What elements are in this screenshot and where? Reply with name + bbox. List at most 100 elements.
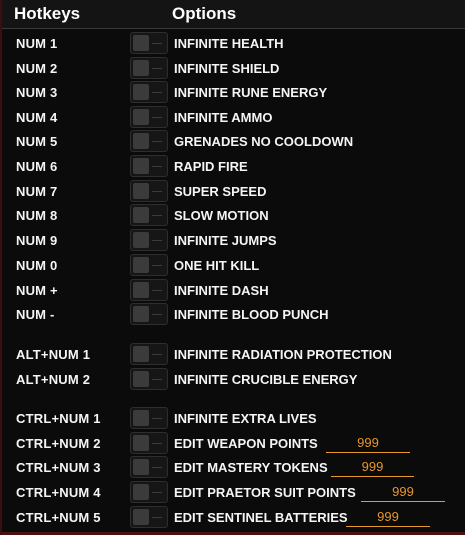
toggle-infinite-crucible-energy[interactable] [130, 368, 168, 390]
hotkey-label: ALT+NUM 1 [16, 347, 91, 362]
option-label: ONE HIT KILL [174, 258, 260, 273]
toggle-infinite-shield[interactable] [130, 57, 168, 79]
option-label: EDIT PRAETOR SUIT POINTS [174, 485, 356, 500]
option-label: EDIT WEAPON POINTS [174, 436, 318, 451]
option-row-edit-sentinel-batteries: CTRL+NUM 5 EDIT SENTINEL BATTERIES 999 [2, 505, 465, 529]
toggle-track [152, 166, 162, 167]
hotkey-label: NUM 9 [16, 233, 58, 248]
toggle-one-hit-kill[interactable] [130, 254, 168, 276]
option-row-grenades-no-cooldown: NUM 5 GRENADES NO COOLDOWN [2, 129, 465, 153]
toggle-track [152, 314, 162, 315]
toggle-track [152, 240, 162, 241]
toggle-knob [133, 509, 149, 525]
hotkey-label: NUM 5 [16, 134, 58, 149]
toggle-track [152, 117, 162, 118]
toggle-knob [133, 484, 149, 500]
toggle-track [152, 354, 162, 355]
option-label: INFINITE JUMPS [174, 233, 277, 248]
option-row-infinite-dash: NUM + INFINITE DASH [2, 278, 465, 302]
toggle-track [152, 492, 162, 493]
toggle-infinite-extra-lives[interactable] [130, 407, 168, 429]
toggle-track [152, 92, 162, 93]
option-label: INFINITE EXTRA LIVES [174, 411, 317, 426]
toggle-track [152, 379, 162, 380]
toggle-track [152, 265, 162, 266]
toggle-infinite-jumps[interactable] [130, 229, 168, 251]
toggle-super-speed[interactable] [130, 180, 168, 202]
toggle-infinite-ammo[interactable] [130, 106, 168, 128]
toggle-knob [133, 60, 149, 76]
weapon-points-value-input[interactable]: 999 [326, 434, 410, 453]
toggle-knob [133, 410, 149, 426]
option-label: SLOW MOTION [174, 208, 269, 223]
toggle-edit-weapon-points[interactable] [130, 432, 168, 454]
toggle-slow-motion[interactable] [130, 204, 168, 226]
toggle-knob [133, 306, 149, 322]
hotkey-label: NUM + [16, 283, 58, 298]
toggle-knob [133, 84, 149, 100]
option-label: INFINITE RUNE ENERGY [174, 85, 328, 100]
toggle-track [152, 191, 162, 192]
hotkey-label: CTRL+NUM 1 [16, 411, 101, 426]
option-row-infinite-shield: NUM 2 INFINITE SHIELD [2, 56, 465, 80]
hotkey-label: NUM 6 [16, 159, 58, 174]
mastery-tokens-value-input[interactable]: 999 [331, 458, 414, 477]
option-row-edit-weapon-points: CTRL+NUM 2 EDIT WEAPON POINTS 999 [2, 431, 465, 455]
sentinel-batteries-value-input[interactable]: 999 [346, 508, 430, 527]
option-row-infinite-rune-energy: NUM 3 INFINITE RUNE ENERGY [2, 80, 465, 104]
options-column-title: Options [172, 4, 237, 23]
toggle-edit-sentinel-batteries[interactable] [130, 506, 168, 528]
option-row-infinite-crucible-energy: ALT+NUM 2 INFINITE CRUCIBLE ENERGY [2, 367, 465, 391]
toggle-rapid-fire[interactable] [130, 155, 168, 177]
toggle-knob [133, 109, 149, 125]
toggle-infinite-dash[interactable] [130, 279, 168, 301]
hotkey-label: CTRL+NUM 2 [16, 436, 101, 451]
hotkey-label: NUM 8 [16, 208, 58, 223]
toggle-track [152, 141, 162, 142]
option-label: SUPER SPEED [174, 184, 267, 199]
option-label: INFINITE SHIELD [174, 61, 280, 76]
option-label: GRENADES NO COOLDOWN [174, 134, 354, 149]
option-row-super-speed: NUM 7 SUPER SPEED [2, 179, 465, 203]
toggle-edit-praetor-suit-points[interactable] [130, 481, 168, 503]
hotkey-label: ALT+NUM 2 [16, 372, 91, 387]
toggle-infinite-rune-energy[interactable] [130, 81, 168, 103]
toggle-knob [133, 133, 149, 149]
option-label: RAPID FIRE [174, 159, 248, 174]
praetor-suit-points-value-input[interactable]: 999 [361, 483, 445, 502]
option-row-infinite-health: NUM 1 INFINITE HEALTH [2, 31, 465, 55]
hotkey-label: NUM - [16, 307, 55, 322]
option-row-infinite-blood-punch: NUM - INFINITE BLOOD PUNCH [2, 302, 465, 326]
toggle-infinite-radiation-protection[interactable] [130, 343, 168, 365]
option-label: INFINITE DASH [174, 283, 269, 298]
toggle-infinite-blood-punch[interactable] [130, 303, 168, 325]
toggle-track [152, 467, 162, 468]
option-label: INFINITE RADIATION PROTECTION [174, 347, 392, 362]
toggle-track [152, 517, 162, 518]
option-row-edit-praetor-suit-points: CTRL+NUM 4 EDIT PRAETOR SUIT POINTS 999 [2, 480, 465, 504]
toggle-track [152, 68, 162, 69]
option-label: INFINITE CRUCIBLE ENERGY [174, 372, 358, 387]
option-row-infinite-jumps: NUM 9 INFINITE JUMPS [2, 228, 465, 252]
toggle-knob [133, 207, 149, 223]
toggle-knob [133, 158, 149, 174]
hotkey-label: CTRL+NUM 5 [16, 510, 101, 525]
toggle-infinite-health[interactable] [130, 32, 168, 54]
toggle-knob [133, 459, 149, 475]
toggle-edit-mastery-tokens[interactable] [130, 456, 168, 478]
toggle-knob [133, 35, 149, 51]
hotkey-label: NUM 2 [16, 61, 58, 76]
option-label: INFINITE HEALTH [174, 36, 284, 51]
bottom-border [2, 532, 465, 535]
toggle-track [152, 290, 162, 291]
toggle-grenades-no-cooldown[interactable] [130, 130, 168, 152]
toggle-knob [133, 346, 149, 362]
hotkey-label: NUM 7 [16, 184, 58, 199]
hotkey-label: NUM 1 [16, 36, 58, 51]
toggle-track [152, 418, 162, 419]
option-row-edit-mastery-tokens: CTRL+NUM 3 EDIT MASTERY TOKENS 999 [2, 455, 465, 479]
option-row-infinite-radiation-protection: ALT+NUM 1 INFINITE RADIATION PROTECTION [2, 342, 465, 366]
option-row-rapid-fire: NUM 6 RAPID FIRE [2, 154, 465, 178]
hotkey-label: NUM 4 [16, 110, 58, 125]
